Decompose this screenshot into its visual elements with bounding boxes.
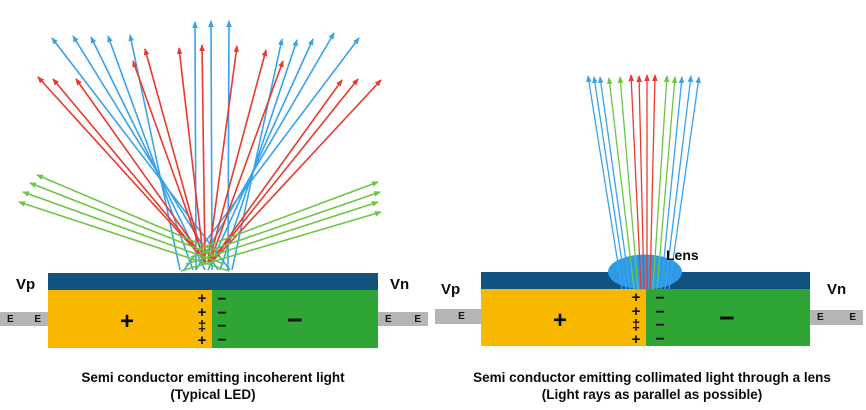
- blue-light-ray: [192, 21, 198, 271]
- lens-led-vp-label: Vp: [441, 281, 461, 298]
- list-item: −: [655, 330, 665, 348]
- blue-light-ray: [592, 76, 627, 290]
- green-light-ray: [606, 77, 635, 290]
- blue-light-ray: [183, 37, 360, 271]
- green-light-ray: [18, 201, 230, 272]
- list-item: E: [849, 312, 856, 323]
- lens-led-n-minus-sign: −: [719, 303, 735, 333]
- list-item: −: [655, 303, 665, 321]
- lens-led-caption: Semi conductor emitting collimated light…: [440, 369, 864, 403]
- lens-led-p-plus-sign: +: [553, 307, 568, 334]
- list-item: +: [197, 290, 207, 307]
- red-light-ray: [208, 49, 268, 263]
- list-item: ‡: [197, 318, 207, 335]
- blue-light-ray: [195, 32, 335, 271]
- blue-light-ray: [51, 37, 231, 271]
- list-item: E: [7, 313, 14, 325]
- incoherent-rays-group: [18, 20, 382, 272]
- green-light-ray: [652, 75, 670, 290]
- red-light-ray: [211, 79, 382, 263]
- red-light-ray: [132, 60, 206, 263]
- lens-led-vn-label: Vn: [827, 281, 847, 298]
- lens-label: Lens: [666, 247, 699, 263]
- led-caption-line2: (Typical LED): [170, 387, 256, 402]
- lens-led-junction-plus-column: ++‡+: [626, 289, 646, 348]
- red-light-ray: [143, 48, 205, 263]
- blue-light-ray: [90, 36, 206, 271]
- list-item: +: [631, 289, 641, 306]
- led-n-minus-sign: −: [287, 305, 303, 335]
- list-item: +: [197, 304, 207, 321]
- green-light-ray: [190, 191, 381, 258]
- red-light-ray: [210, 79, 343, 263]
- lens-led-p-region: [481, 289, 646, 346]
- list-item: E: [385, 313, 392, 325]
- lens-led-n-region: [646, 289, 810, 346]
- led-junction-minus-column: −−−−: [212, 291, 232, 349]
- red-light-ray: [210, 78, 359, 263]
- blue-light-ray: [208, 20, 214, 271]
- led-p-plus-sign: +: [120, 308, 135, 335]
- led-p-region: [48, 290, 212, 348]
- red-light-ray: [207, 45, 239, 263]
- lens-led-caption-line2: (Light rays as parallel as possible): [541, 387, 763, 402]
- blue-light-ray: [598, 76, 631, 290]
- blue-light-ray: [231, 38, 284, 271]
- blue-light-ray: [226, 20, 232, 271]
- green-light-ray: [195, 181, 379, 251]
- list-item: −: [217, 318, 227, 335]
- green-light-ray: [185, 201, 379, 265]
- lens-led-caption-line1: Semi conductor emitting collimated light…: [473, 370, 831, 385]
- red-light-ray: [199, 44, 206, 264]
- lens-led-top-layer: [481, 272, 810, 289]
- list-item: −: [655, 290, 665, 307]
- led-n-region: [212, 290, 378, 348]
- led-vn-label: Vn: [390, 276, 410, 293]
- green-light-ray: [617, 76, 639, 290]
- led-caption-line1: Semi conductor emitting incoherent light: [81, 370, 345, 385]
- list-item: E: [817, 312, 824, 323]
- led-top-layer: [48, 273, 378, 290]
- green-light-ray: [180, 211, 382, 272]
- blue-light-ray: [72, 35, 219, 271]
- red-light-ray: [75, 78, 207, 263]
- list-item: −: [655, 317, 665, 334]
- led-caption: Semi conductor emitting incoherent light…: [13, 369, 413, 403]
- list-item: +: [631, 303, 641, 320]
- lens-led-left-electrode: E: [435, 309, 481, 324]
- blue-light-ray: [207, 38, 314, 271]
- green-light-ray: [22, 191, 225, 265]
- blue-light-ray: [128, 34, 181, 271]
- blue-light-ray: [219, 39, 298, 271]
- red-light-ray: [52, 78, 207, 263]
- list-item: ‡: [631, 317, 641, 334]
- list-item: E: [414, 313, 421, 325]
- red-light-ray: [636, 75, 645, 290]
- list-item: +: [197, 332, 207, 349]
- list-item: E: [34, 313, 41, 325]
- list-item: −: [217, 291, 227, 308]
- list-item: −: [217, 331, 227, 349]
- lens-led-junction-minus-column: −−−−: [650, 290, 670, 348]
- red-light-ray: [628, 74, 642, 290]
- red-light-ray: [176, 47, 205, 264]
- green-light-ray: [36, 174, 215, 251]
- red-light-ray: [209, 60, 284, 263]
- green-light-ray: [29, 182, 220, 258]
- list-item: +: [631, 331, 641, 348]
- led-junction-plus-column: ++‡+: [192, 290, 212, 349]
- blue-light-ray: [586, 75, 623, 290]
- list-item: −: [217, 304, 227, 322]
- list-item: E: [458, 311, 465, 322]
- red-light-ray: [37, 76, 207, 263]
- red-light-ray: [649, 74, 658, 290]
- blue-light-ray: [107, 35, 194, 271]
- led-vp-label: Vp: [16, 276, 36, 293]
